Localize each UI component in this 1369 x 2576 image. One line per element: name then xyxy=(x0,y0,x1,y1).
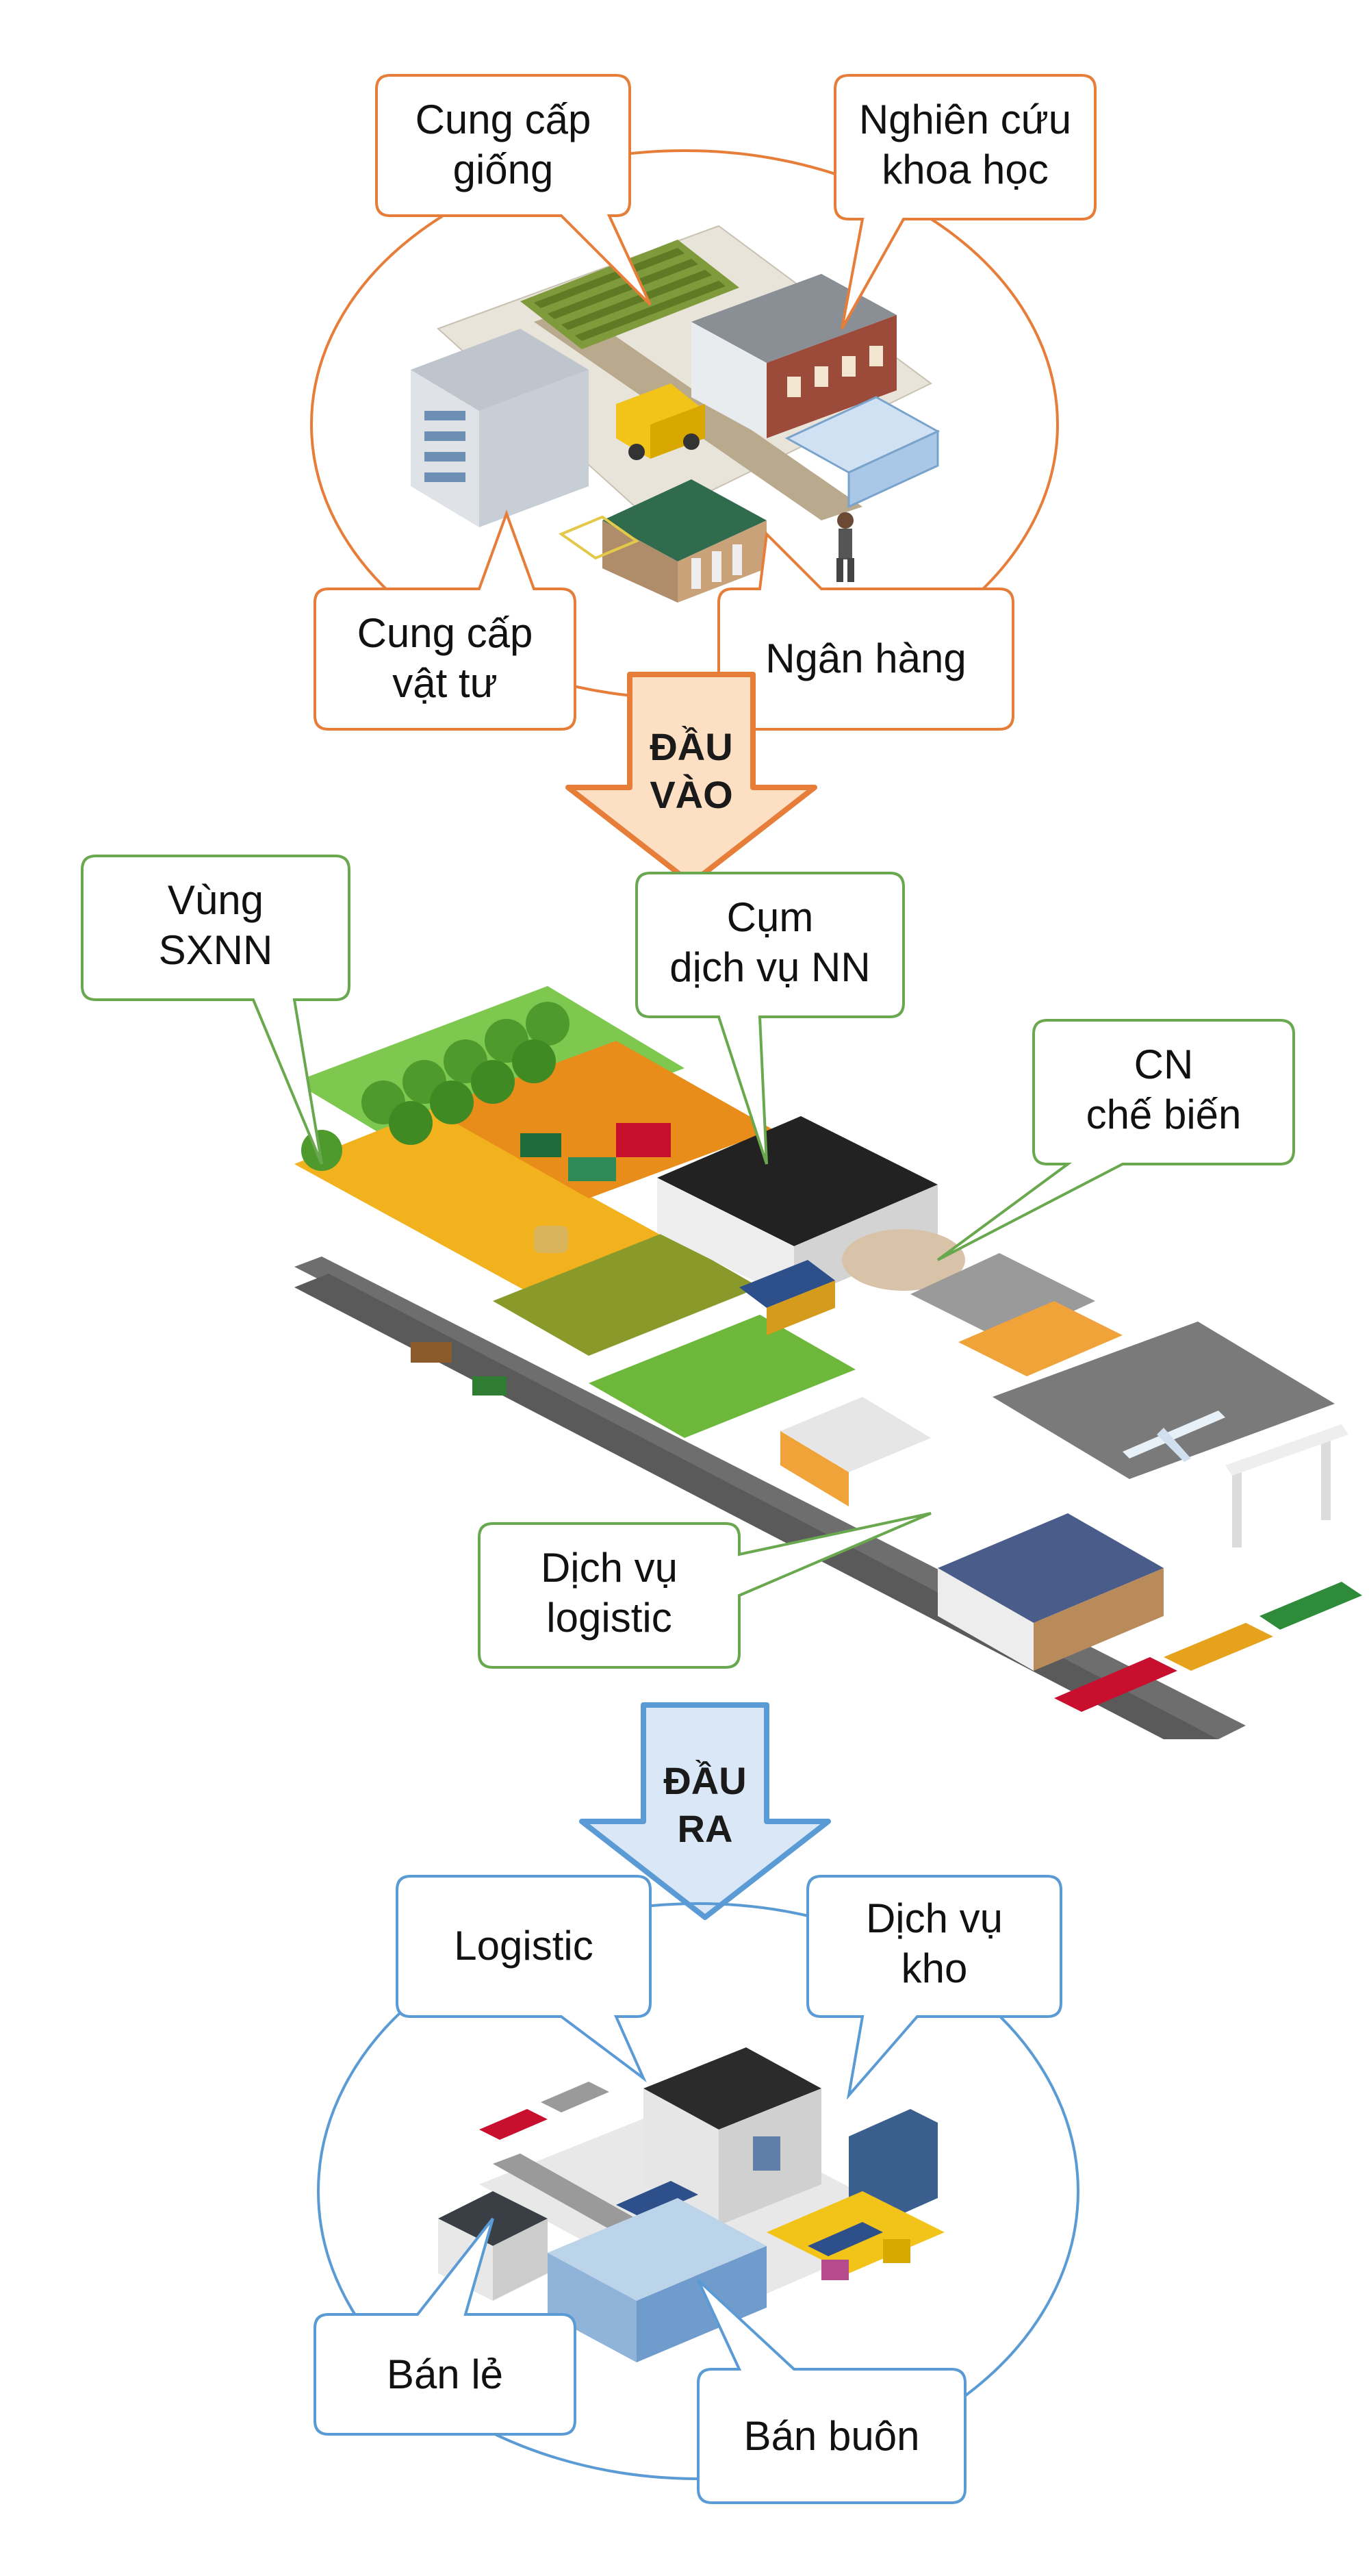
warehouse-service-label-line1: Dịch vụ xyxy=(866,1895,1003,1941)
forklift-icon xyxy=(821,2239,910,2280)
greenhouse-icon xyxy=(784,396,941,509)
train-icon xyxy=(1054,1582,1362,1712)
logistics-hub-icon xyxy=(938,1513,1164,1671)
hay-bale-icon xyxy=(534,1226,568,1253)
output-illustration xyxy=(438,2047,945,2362)
seed-supply-label-line2: giống xyxy=(453,147,554,192)
truck-icon xyxy=(616,2181,883,2256)
farm-zone-label-line1: Vùng xyxy=(168,877,264,923)
retail-mall-icon xyxy=(548,2198,767,2362)
callout-bank: Ngân hàng xyxy=(717,531,1014,731)
harvester-icon xyxy=(520,1123,671,1181)
farm-zone-label-line2: SXNN xyxy=(159,927,273,973)
green-crop-field xyxy=(589,1315,856,1438)
logistics-service-label-line1: Dịch vụ xyxy=(541,1545,678,1591)
farm-field-icon xyxy=(520,240,739,349)
retail-label: Bán lẻ xyxy=(387,2351,503,2397)
yellow-plot-outline xyxy=(558,515,640,560)
delivery-van-icon xyxy=(616,383,705,460)
callout-service-cluster: Cụm dịch vụ NN xyxy=(635,872,905,1165)
airport-apron xyxy=(993,1322,1335,1479)
port-crane-icon xyxy=(1225,1424,1348,1548)
seed-supply-label-line1: Cung cấp xyxy=(415,97,591,142)
production-illustration xyxy=(294,986,1362,1739)
callout-seed-supply: Cung cấp giống xyxy=(375,74,652,306)
input-arrow-label-line2: VÀO xyxy=(650,773,732,816)
truck-icon xyxy=(739,1260,835,1335)
research-label-line1: Nghiên cứu xyxy=(859,97,1071,142)
material-supply-label-line1: Cung cấp xyxy=(357,610,533,656)
striped-field xyxy=(493,1233,760,1356)
tractor-icon xyxy=(411,1342,507,1396)
output-arrow: ĐẦU RA xyxy=(579,1702,831,1920)
orange-field xyxy=(431,1041,773,1198)
output-arrow-label-line1: ĐẦU xyxy=(663,1759,746,1802)
train-icon xyxy=(479,2082,609,2140)
processing-label-line1: CN xyxy=(1134,1041,1194,1087)
output-section: ĐẦU RA xyxy=(314,1702,1079,2504)
material-supply-label-line2: vật tư xyxy=(392,660,498,706)
warehouse-service-label-line2: kho xyxy=(901,1945,968,1991)
callout-wholesale: Bán buôn xyxy=(697,2279,967,2504)
callout-research: Nghiên cứu khoa học xyxy=(834,74,1097,329)
input-section: Cung cấp giống Nghiên cứu khoa học Cung … xyxy=(310,74,1097,886)
input-illustration xyxy=(411,225,941,603)
processing-label-line2: chế biến xyxy=(1086,1091,1242,1137)
service-cluster-label-line2: dịch vụ NN xyxy=(669,944,870,990)
callout-logistics-service: Dịch vụ logistic xyxy=(478,1512,932,1669)
service-cluster-label-line1: Cụm xyxy=(727,894,814,940)
callout-farm-zone: Vùng SXNN xyxy=(81,855,350,1165)
input-arrow: ĐẦU VÀO xyxy=(565,672,817,886)
callout-warehouse-service: Dịch vụ kho xyxy=(806,1875,1062,2100)
research-building-icon xyxy=(691,274,897,438)
bank-label: Ngân hàng xyxy=(765,635,967,681)
callout-logistics: Logistic xyxy=(396,1875,652,2083)
logistics-label: Logistic xyxy=(454,1923,593,1969)
logistics-service-label-line2: logistic xyxy=(546,1595,671,1641)
callout-retail: Bán lẻ xyxy=(314,2217,576,2436)
output-arrow-label-line2: RA xyxy=(678,1807,733,1850)
airplane-icon xyxy=(1123,1411,1225,1462)
office-building-icon xyxy=(411,329,589,527)
input-arrow-label-line1: ĐẦU xyxy=(650,725,732,768)
factory-icon xyxy=(780,1229,1123,1506)
callout-material-supply: Cung cấp vật tư xyxy=(314,509,576,731)
bank-building-icon xyxy=(602,479,767,603)
research-label-line2: khoa học xyxy=(882,147,1049,192)
wholesale-label: Bán buôn xyxy=(744,2413,920,2459)
tree-icon xyxy=(301,1002,570,1171)
callout-processing: CN chế biến xyxy=(936,1019,1295,1261)
walking-person-icon xyxy=(836,512,854,582)
production-section: Vùng SXNN Cụm dịch vụ NN CN chế biến Dịc… xyxy=(81,855,1362,1739)
